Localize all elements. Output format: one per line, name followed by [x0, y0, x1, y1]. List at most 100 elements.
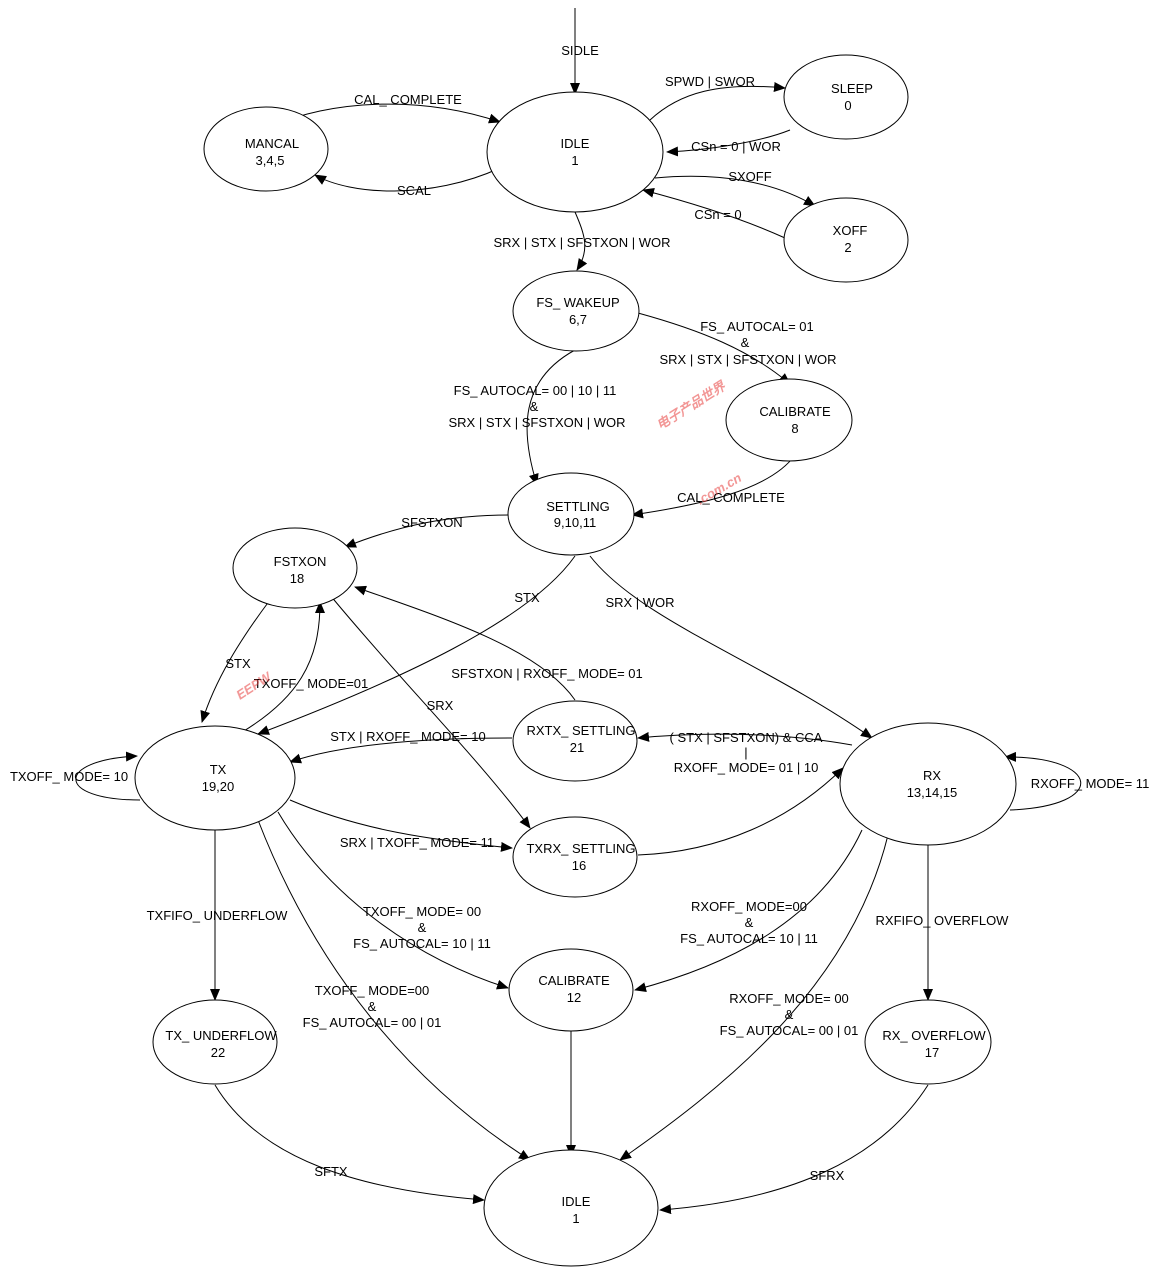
- node-name: MANCAL: [245, 136, 299, 151]
- node-number: 1: [571, 153, 578, 168]
- edge-idle-sleep: [649, 82, 786, 121]
- node-name: FSTXON: [274, 554, 327, 569]
- label-srx-stx-wor-3: SRX | STX | SFSTXON | WOR: [449, 415, 626, 430]
- edge-xoff-idle: [642, 187, 786, 239]
- edge-overflow-idle: [659, 1084, 929, 1215]
- label-fs-autocal-00-01-b: FS_ AUTOCAL= 00 | 01: [720, 1023, 859, 1038]
- label-fs-autocal-00: FS_ AUTOCAL= 00 | 10 | 11: [454, 383, 617, 398]
- node-number: 22: [211, 1045, 225, 1060]
- edge-fstxon-txrx: [329, 594, 531, 829]
- node-xoff: XOFF 2: [783, 197, 909, 283]
- node-number: 21: [570, 740, 584, 755]
- node-name: CALIBRATE: [759, 404, 831, 419]
- node-number: 3,4,5: [256, 153, 285, 168]
- node-tx-underflow: TX_ UNDERFLOW 22: [152, 999, 278, 1085]
- node-fstxon: FSTXON 18: [232, 527, 358, 609]
- label-stx-settling: STX: [514, 590, 540, 605]
- label-spwd-swor: SPWD | SWOR: [665, 74, 755, 89]
- edge-sleep-idle: [666, 129, 791, 157]
- label-rxfifo-overflow: RXFIFO_ OVERFLOW: [876, 913, 1010, 928]
- label-rxoff-00-b: RXOFF_ MODE= 00: [729, 991, 849, 1006]
- node-name: RX_ OVERFLOW: [882, 1028, 986, 1043]
- watermark-chinese: 电子产品世界: [654, 378, 729, 433]
- label-csn-wor: CSn = 0 | WOR: [691, 139, 781, 154]
- node-idle-top: IDLE 1: [486, 91, 664, 213]
- node-name: IDLE: [561, 136, 590, 151]
- label-and-2: &: [530, 399, 539, 414]
- node-calibrate-8: CALIBRATE 8: [725, 378, 853, 462]
- label-srx-stx-wor: SRX | STX | SFSTXON | WOR: [494, 235, 671, 250]
- edge-rx-cal12: [634, 829, 863, 993]
- node-number: 13,14,15: [907, 785, 958, 800]
- label-txoff-mode-01: TXOFF_ MODE=01: [254, 676, 369, 691]
- edge-idle-xoff: [654, 175, 816, 207]
- label-rxoff-mode-01-10: RXOFF_ MODE= 01 | 10: [674, 760, 819, 775]
- label-cal-complete-mid: CAL_ COMPLETE: [677, 490, 785, 505]
- node-name: TX_ UNDERFLOW: [165, 1028, 277, 1043]
- edge-tx-self: [75, 751, 141, 801]
- label-scal: SCAL: [397, 183, 431, 198]
- label-pipe: |: [744, 745, 747, 760]
- label-txfifo-underflow: TXFIFO_ UNDERFLOW: [147, 908, 289, 923]
- label-sfrx: SFRX: [810, 1168, 845, 1183]
- edge-settling-rx: [589, 555, 873, 739]
- node-number: 8: [791, 421, 798, 436]
- label-cal-complete-top: CAL_ COMPLETE: [354, 92, 462, 107]
- label-txoff-00-b: TXOFF_ MODE=00: [315, 983, 430, 998]
- label-srx-stx-wor-2: SRX | STX | SFSTXON | WOR: [660, 352, 837, 367]
- label-txoff-mode-10: TXOFF_ MODE= 10: [10, 769, 128, 784]
- node-tx: TX 19,20: [134, 725, 296, 831]
- label-fs-autocal-00-01-a: FS_ AUTOCAL= 00 | 01: [303, 1015, 442, 1030]
- label-and-5: &: [368, 999, 377, 1014]
- label-sxoff: SXOFF: [728, 169, 771, 184]
- node-number: 9,10,11: [554, 515, 596, 530]
- node-number: 18: [290, 571, 304, 586]
- node-number: 12: [567, 990, 581, 1005]
- edge-idle-mancal: [314, 167, 501, 192]
- node-number: 16: [572, 858, 586, 873]
- edge-settling-tx: [257, 555, 576, 735]
- node-rx-overflow: RX_ OVERFLOW 17: [864, 999, 992, 1085]
- label-fs-autocal-10-11-a: FS_ AUTOCAL= 10 | 11: [353, 936, 491, 951]
- node-number: 19,20: [202, 779, 235, 794]
- label-sftx: SFTX: [314, 1164, 348, 1179]
- edge-underflow-idle: [214, 1084, 485, 1205]
- edge-settling-fstxon: [344, 514, 511, 548]
- label-sidle: SIDLE: [561, 43, 599, 58]
- node-fs-wakeup: FS_ WAKEUP 6,7: [512, 270, 640, 352]
- label-rxoff-mode-11: RXOFF_ MODE= 11: [1031, 776, 1150, 791]
- node-settling: SETTLING 9,10,11: [507, 472, 635, 556]
- node-name: RX: [923, 768, 941, 783]
- edge-tx-cal12: [277, 811, 509, 990]
- node-name: XOFF: [833, 223, 868, 238]
- edge-rx-rxtx: [637, 731, 853, 746]
- label-and-1: &: [741, 335, 750, 350]
- node-sleep: SLEEP 0: [783, 54, 909, 140]
- edge-txrx-rx: [637, 767, 844, 856]
- node-name: RXTX_ SETTLING: [526, 723, 635, 738]
- label-srx-wor: SRX | WOR: [605, 595, 674, 610]
- edge-tx-idle: [257, 819, 531, 1161]
- edge-fstxon-tx: [200, 599, 271, 723]
- label-stx-rxoff-10: STX | RXOFF_ MODE= 10: [330, 729, 485, 744]
- node-number: 0: [844, 98, 851, 113]
- edge-tx-fstxon: [231, 601, 325, 739]
- label-fs-autocal-10-11-b: FS_ AUTOCAL= 10 | 11: [680, 931, 818, 946]
- node-name: SLEEP: [831, 81, 873, 96]
- node-name: IDLE: [562, 1194, 591, 1209]
- edge-tx-txrx: [289, 799, 513, 852]
- label-fs-autocal-01: FS_ AUTOCAL= 01: [700, 319, 814, 334]
- label-rxoff-00-a: RXOFF_ MODE=00: [691, 899, 807, 914]
- edge-fswakeup-settling: [526, 349, 576, 486]
- label-and-6: &: [785, 1007, 794, 1022]
- label-csn0: CSn = 0: [694, 207, 741, 222]
- edge-rx-self: [1004, 751, 1082, 811]
- label-stx-sfstxon-cca: ( STX | SFSTXON) & CCA: [670, 730, 823, 745]
- node-idle-bottom: IDLE 1: [483, 1149, 659, 1267]
- edge-labels: SIDLE CAL_ COMPLETE SCAL SPWD | SWOR CSn…: [10, 43, 1149, 1183]
- edge-rxtx-fstxon: [354, 585, 576, 701]
- edge-rx-idle: [619, 834, 889, 1161]
- edge-rxtx-tx: [289, 737, 513, 764]
- edge-fswakeup-cal8: [637, 312, 791, 385]
